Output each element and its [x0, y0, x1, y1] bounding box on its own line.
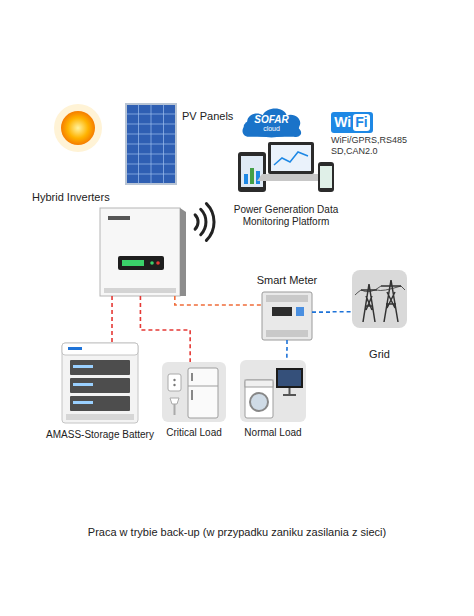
dashed-connector	[140, 296, 190, 362]
inverter-display-glow	[122, 260, 144, 266]
load-tile	[240, 360, 306, 422]
load-tile	[162, 362, 226, 422]
node-label: Smart Meter	[257, 274, 318, 287]
laptop-lid	[268, 142, 314, 174]
battery-module	[70, 378, 130, 393]
fridge-symbol	[188, 368, 218, 418]
battery-indicator	[73, 365, 93, 368]
node-label: AMASS-Storage Battery	[46, 429, 154, 441]
hybrid-inverter: Hybrid Inverters	[100, 208, 186, 296]
washer-symbol	[245, 380, 273, 418]
fridge-handle	[191, 373, 193, 381]
node-label: SOFAR	[254, 115, 288, 126]
battery-cap	[62, 343, 138, 355]
socket-hole	[173, 384, 175, 386]
node-label: Wi	[334, 114, 351, 130]
tablet-screen	[241, 156, 263, 187]
battery-module	[70, 396, 130, 411]
inverter-led	[156, 261, 160, 265]
battery-indicator	[73, 383, 93, 386]
inverter-side	[180, 208, 186, 296]
cloud-logo: SOFARcloud	[240, 104, 303, 138]
phone-body	[318, 162, 334, 192]
cloud-outline	[242, 109, 301, 137]
laptop-chart	[274, 152, 308, 165]
node-label: Normal Load	[244, 427, 301, 439]
wireless-arcs	[195, 204, 214, 241]
inverter-base	[104, 288, 176, 293]
meter-lcd	[272, 307, 292, 316]
dashed-connector	[286, 340, 288, 360]
node-label: Critical Load	[166, 427, 222, 439]
tablet-bar	[244, 174, 248, 184]
pv-cell-grid	[126, 104, 176, 184]
pv-panel: PV Panels	[126, 104, 176, 184]
smart-meter: Smart Meter	[262, 292, 312, 340]
pv-panel-frame	[126, 104, 176, 184]
meter-terminals	[266, 295, 308, 302]
node-label: Fi	[353, 114, 369, 130]
node-label: cloud	[263, 125, 280, 132]
dashed-connector	[312, 311, 352, 313]
meter-housing	[262, 292, 312, 340]
storage-battery: AMASS-Storage Battery	[60, 343, 140, 423]
dashed-connector	[175, 296, 262, 305]
meter-terminals	[266, 330, 308, 337]
tv-stand	[283, 388, 296, 395]
pylon-symbol	[381, 280, 401, 322]
grid-tile	[352, 270, 407, 328]
tablet-bar	[256, 171, 260, 184]
inverter-housing	[100, 208, 180, 296]
node-label: Grid	[369, 348, 390, 361]
tv-screen	[278, 370, 301, 386]
normal-load: Normal Load	[240, 360, 306, 422]
caption: Praca w trybie back-up (w przypadku zani…	[0, 526, 474, 539]
battery-logo-bar	[68, 347, 82, 350]
fridge-handle	[191, 390, 193, 400]
lamp-shade	[170, 398, 179, 404]
sun-icon	[61, 111, 95, 145]
wifi-logo: WiFi	[331, 112, 373, 133]
node-label: PV Panels	[182, 110, 233, 123]
meter-button	[296, 307, 304, 316]
power-wires	[355, 286, 405, 295]
node-label: Power Generation Data Monitoring Platfor…	[225, 204, 347, 227]
battery-module	[70, 360, 130, 375]
laptop-screen	[271, 145, 311, 171]
lamp-stand	[174, 404, 176, 415]
battery-cabinet	[62, 343, 138, 423]
phone-screen	[320, 166, 332, 188]
socket-hole	[173, 379, 175, 381]
battery-base	[66, 414, 134, 420]
node-label: Hybrid Inverters	[32, 191, 110, 204]
tablet-body	[238, 152, 266, 192]
washer-panel	[245, 380, 273, 387]
spec-label: WiFi/GPRS,RS485	[331, 135, 407, 145]
monitoring-platform: Power Generation Data Monitoring Platfor…	[236, 140, 336, 198]
washer-door	[250, 393, 268, 411]
socket-symbol	[168, 374, 181, 391]
inverter-display	[118, 256, 164, 270]
tablet-bar	[250, 168, 254, 184]
tv-symbol	[276, 368, 303, 388]
laptop-base	[257, 174, 325, 181]
fridge-door-line	[188, 386, 218, 387]
dashed-connector	[111, 296, 113, 343]
grid-icon: Grid	[352, 270, 407, 328]
inverter-logo-bar	[108, 216, 130, 220]
critical-load: Critical Load	[162, 362, 226, 422]
sun-glow	[54, 104, 102, 152]
spec-label: SD,CAN2.0	[331, 146, 378, 156]
battery-indicator	[73, 401, 93, 404]
inverter-led	[150, 261, 154, 265]
